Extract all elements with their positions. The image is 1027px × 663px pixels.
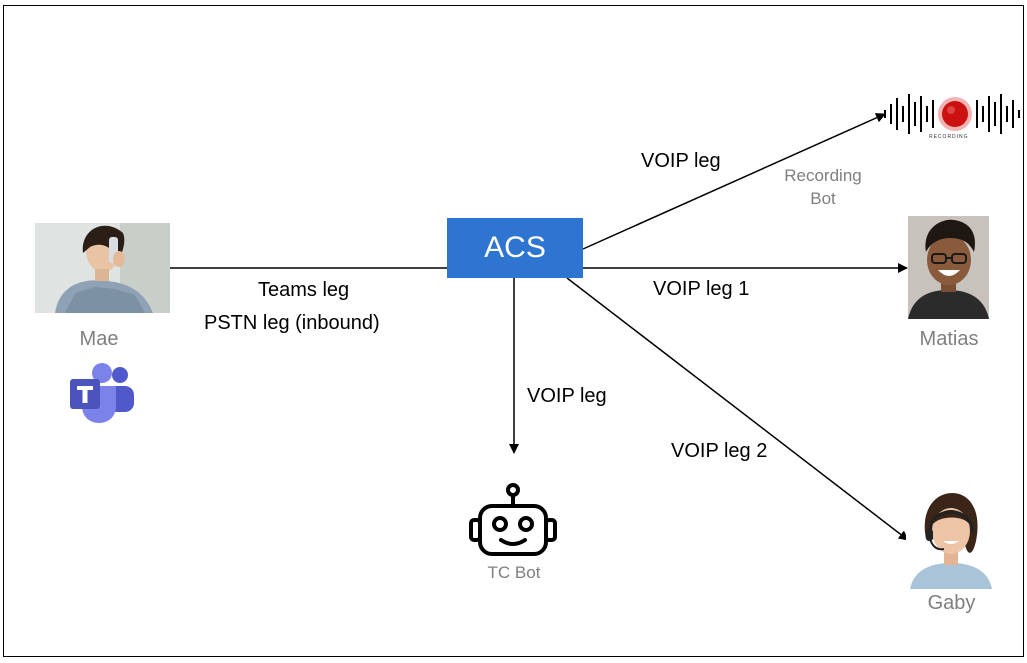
recording-bot-name: Recording Bot	[784, 166, 862, 208]
matias-avatar	[908, 216, 989, 319]
edge-label-voip-leg-2: VOIP leg 2	[671, 440, 768, 462]
edge-label-voip-tc-bot: VOIP leg	[527, 385, 607, 407]
mae-avatar	[35, 223, 170, 313]
acs-label: ACS	[484, 231, 546, 264]
recording-logo-text: RECORDING	[929, 134, 969, 140]
recording-waveform-icon	[871, 86, 1023, 142]
edge-label-voip-leg-1: VOIP leg 1	[653, 278, 750, 300]
edge-label-pstn-leg: PSTN leg (inbound)	[204, 312, 380, 334]
edge-acs-gaby	[566, 277, 909, 541]
robot-icon	[468, 482, 558, 558]
teams-icon	[68, 362, 136, 424]
edge-label-voip-recording: VOIP leg	[641, 150, 721, 172]
edge-acs-recording	[582, 113, 886, 250]
edge-label-teams-leg: Teams leg	[258, 279, 350, 301]
acs-node: ACS	[447, 218, 583, 278]
gaby-avatar	[906, 489, 996, 589]
tc-bot-name: TC Bot	[487, 563, 541, 582]
call-flow-diagram: ACS Mae Teams leg PSTN leg (inbound)	[3, 5, 1024, 657]
gaby-name: Gaby	[927, 592, 976, 614]
mae-name: Mae	[79, 328, 119, 350]
matias-name: Matias	[919, 328, 979, 350]
